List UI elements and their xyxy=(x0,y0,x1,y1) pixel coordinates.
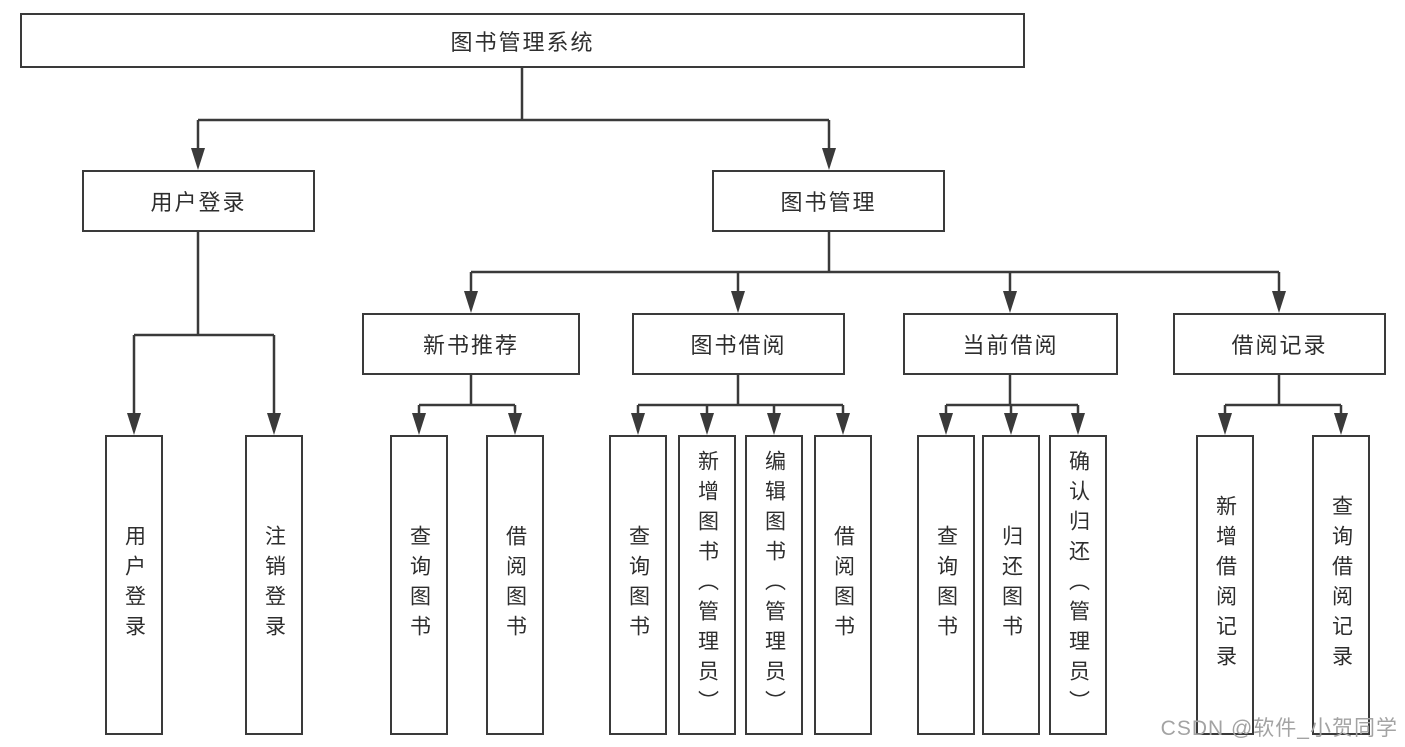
leaf-query-borrow-record: 查询借阅记录 xyxy=(1312,435,1370,735)
node-new-book-rec: 新书推荐 xyxy=(362,313,580,375)
leaf-logout: 注销登录 xyxy=(245,435,303,735)
leaf-borrow-books-2-label: 借阅图书 xyxy=(831,525,855,645)
csdn-watermark: CSDN @软件_小贺同学 xyxy=(1160,717,1398,740)
leaf-borrow-books-1: 借阅图书 xyxy=(486,435,544,735)
node-book-borrow-label: 图书借阅 xyxy=(690,333,787,358)
node-book-mgmt-label: 图书管理 xyxy=(780,190,877,215)
leaf-borrow-books-1-label: 借阅图书 xyxy=(503,525,527,645)
node-new-book-rec-label: 新书推荐 xyxy=(422,333,519,358)
leaf-return-books: 归还图书 xyxy=(982,435,1040,735)
node-borrow-records: 借阅记录 xyxy=(1173,313,1386,375)
leaf-logout-label: 注销登录 xyxy=(262,525,286,645)
leaf-return-books-label: 归还图书 xyxy=(999,525,1023,645)
node-root-label: 图书管理系统 xyxy=(450,29,595,55)
connector-root-to-level2 xyxy=(191,68,836,170)
connector-new-book-branch xyxy=(412,375,522,435)
node-root: 图书管理系统 xyxy=(20,13,1025,68)
leaf-query-books-2-label: 查询图书 xyxy=(626,525,650,645)
leaf-add-books-admin-label: 新增图书（管理员） xyxy=(695,450,719,720)
connector-book-borrow-branch xyxy=(631,375,850,435)
leaf-confirm-return-admin-label: 确认归还（管理员） xyxy=(1066,450,1090,720)
leaf-query-books-3: 查询图书 xyxy=(917,435,975,735)
connector-current-borrow-branch xyxy=(939,375,1085,435)
node-user-login: 用户登录 xyxy=(82,170,315,232)
leaf-add-borrow-record-label: 新增借阅记录 xyxy=(1213,495,1237,675)
leaf-confirm-return-admin: 确认归还（管理员） xyxy=(1049,435,1107,735)
connector-user-login-branch xyxy=(127,232,281,435)
node-current-borrow-label: 当前借阅 xyxy=(962,333,1059,358)
connector-records-branch xyxy=(1218,375,1348,435)
node-user-login-label: 用户登录 xyxy=(150,190,247,215)
leaf-query-books-1-label: 查询图书 xyxy=(407,525,431,645)
leaf-add-books-admin: 新增图书（管理员） xyxy=(678,435,736,735)
node-book-borrow: 图书借阅 xyxy=(632,313,845,375)
leaf-query-books-2: 查询图书 xyxy=(609,435,667,735)
node-book-mgmt: 图书管理 xyxy=(712,170,945,232)
leaf-query-books-1: 查询图书 xyxy=(390,435,448,735)
connector-book-mgmt-branch xyxy=(464,232,1286,313)
node-borrow-records-label: 借阅记录 xyxy=(1231,333,1328,358)
leaf-edit-books-admin-label: 编辑图书（管理员） xyxy=(762,450,786,720)
leaf-user-login: 用户登录 xyxy=(105,435,163,735)
leaf-add-borrow-record: 新增借阅记录 xyxy=(1196,435,1254,735)
leaf-edit-books-admin: 编辑图书（管理员） xyxy=(745,435,803,735)
leaf-query-borrow-record-label: 查询借阅记录 xyxy=(1329,495,1353,675)
node-current-borrow: 当前借阅 xyxy=(903,313,1118,375)
leaf-query-books-3-label: 查询图书 xyxy=(934,525,958,645)
leaf-user-login-label: 用户登录 xyxy=(122,525,146,645)
leaf-borrow-books-2: 借阅图书 xyxy=(814,435,872,735)
